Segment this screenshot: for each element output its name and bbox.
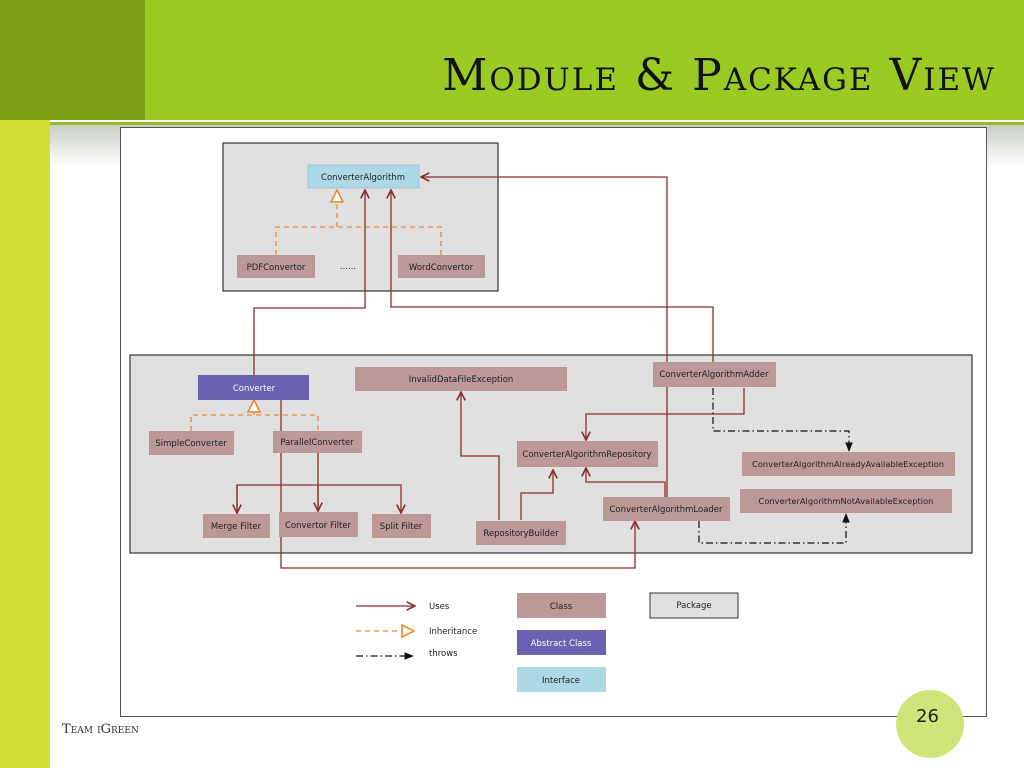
node-label: ConverterAlgorithmAdder [659, 370, 769, 380]
legend: Uses Inheritance throws Class Abstract C… [356, 592, 739, 692]
edge-adder-throws-alreadyavailable [712, 388, 853, 452]
node-label: Merge Filter [211, 522, 262, 532]
edge-repositorybuilder-uses-invaliddatafileexception [461, 392, 500, 520]
legend-interface: Interface [517, 667, 606, 692]
edge-converter-uses-converteralgorithm [253, 190, 365, 375]
node-label: PDFConvertor [247, 263, 306, 273]
node-label: ConverterAlgorithmLoader [609, 505, 723, 515]
edge-pdfconvertor-inherits-converteralgorithm [275, 190, 442, 255]
node-label: Converter [233, 384, 276, 394]
node-label: ParallelConverter [280, 438, 354, 448]
node-converteralgorithmnotavailableexception: ConverterAlgorithmNotAvailableException [740, 489, 952, 513]
legend-inheritance-label: Inheritance [429, 627, 477, 637]
node-convertorfilter: Convertor Filter [279, 512, 358, 537]
node-label: ConverterAlgorithmNotAvailableException [759, 496, 934, 506]
node-converteralgorithmalreadyavailableexception: ConverterAlgorithmAlreadyAvailableExcept… [742, 452, 955, 476]
edge-repositorybuilder-uses-repository [520, 470, 553, 520]
legend-interface-label: Interface [542, 676, 580, 686]
node-mergefilter: Merge Filter [203, 514, 270, 538]
edge-adder-uses-converteralgorithm [391, 190, 714, 362]
legend-class-label: Class [550, 602, 573, 612]
edge-converter-subclasses-inherit [190, 400, 319, 431]
node-repositorybuilder: RepositoryBuilder [476, 521, 566, 545]
edge-loader-uses-repository [586, 468, 666, 498]
left-accent-strip [0, 120, 50, 768]
node-invaliddatafileexception: InvalidDataFileException [355, 367, 567, 391]
edge-loader-throws-notavailable [698, 513, 850, 544]
legend-package-label: Package [676, 601, 711, 611]
edge-converter-uses-loader [280, 400, 635, 569]
node-label: WordConvertor [409, 263, 474, 273]
node-pdfconvertor: PDFConvertor [237, 255, 315, 278]
banner-rule [50, 122, 1024, 125]
legend-abstract-class: Abstract Class [517, 630, 606, 655]
node-label: Split Filter [380, 522, 423, 532]
node-converteralgorithmrepository: ConverterAlgorithmRepository [517, 441, 658, 467]
node-label: ConverterAlgorithmRepository [522, 450, 651, 460]
node-wordconvertor: WordConvertor [398, 255, 485, 278]
page-number-circle [896, 690, 964, 758]
legend-abstract-class-label: Abstract Class [531, 639, 592, 649]
legend-throws-label: throws [429, 649, 458, 659]
edge-adder-uses-repository [586, 388, 745, 440]
slide-title: Module & Package View [442, 50, 996, 101]
node-label: InvalidDataFileException [409, 375, 514, 385]
footer-team-name: Team iGreen [62, 722, 139, 737]
node-label: ConverterAlgorithmAlreadyAvailableExcept… [752, 459, 944, 469]
edge-loader-uses-converteralgorithm [421, 177, 668, 498]
legend-class: Class [517, 593, 606, 618]
node-converteralgorithm: ConverterAlgorithm [307, 164, 420, 189]
node-label: SimpleConverter [155, 439, 227, 449]
diagram-frame: ConverterAlgorithm PDFConvertor ...... W… [120, 127, 987, 717]
node-parallelconverter: ParallelConverter [273, 431, 362, 453]
node-label: Convertor Filter [285, 521, 352, 531]
node-label: RepositoryBuilder [483, 529, 559, 539]
module-package-diagram: ConverterAlgorithm PDFConvertor ...... W… [129, 142, 973, 692]
node-splitfilter: Split Filter [372, 514, 431, 538]
title-banner [145, 0, 1024, 120]
node-converter: Converter [198, 375, 309, 400]
ellipsis-label: ...... [340, 262, 356, 272]
page-number: 26 [916, 706, 939, 727]
node-converteralgorithmloader: ConverterAlgorithmLoader [603, 497, 730, 521]
edges [190, 177, 853, 569]
banner-accent-block [0, 0, 145, 120]
legend-package: Package [649, 592, 739, 619]
node-simpleconverter: SimpleConverter [149, 431, 234, 455]
legend-uses-label: Uses [429, 602, 450, 612]
node-converteralgorithmadder: ConverterAlgorithmAdder [653, 362, 776, 387]
nodes: ConverterAlgorithm PDFConvertor ...... W… [149, 164, 955, 545]
node-label: ConverterAlgorithm [321, 173, 405, 183]
